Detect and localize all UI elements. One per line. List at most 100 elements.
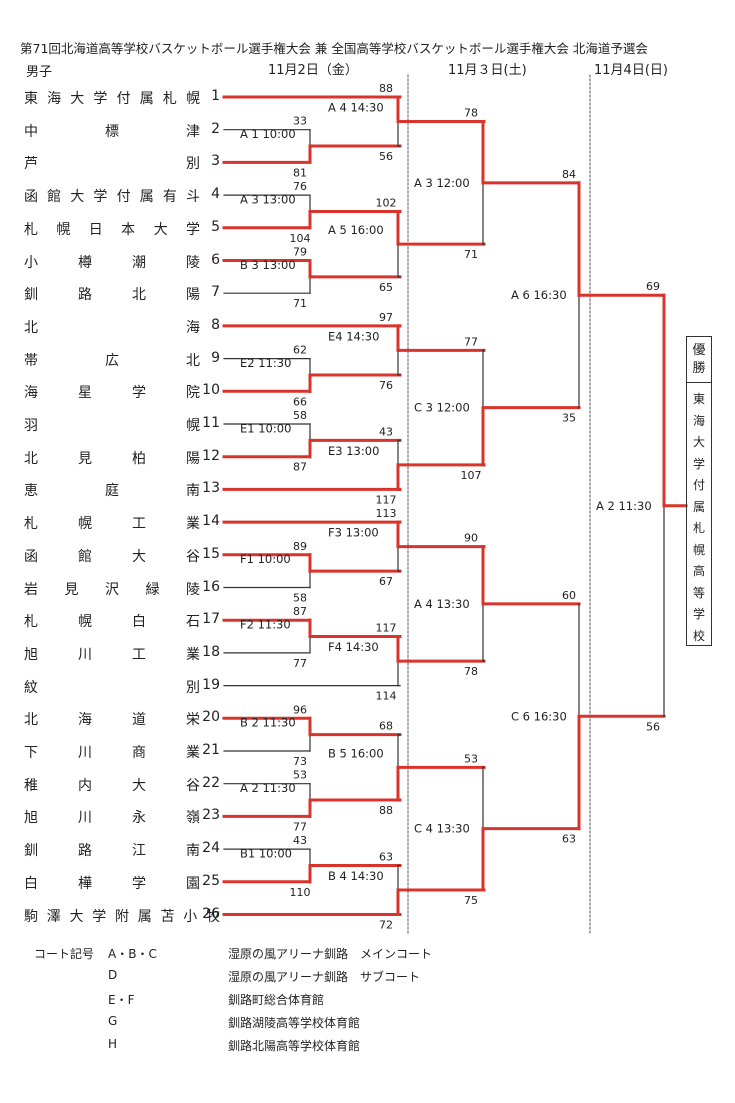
team-seed: 6	[211, 251, 220, 268]
day-header-nov-3: 11月３日(土)	[448, 63, 527, 78]
team-name: 函館大学付属有斗	[24, 189, 200, 206]
score: 117	[376, 493, 397, 506]
score: 81	[293, 166, 307, 179]
team-seed: 20	[202, 709, 220, 726]
day-header-nov-2: 11月2日（金）	[268, 63, 358, 78]
team-seed: 19	[202, 676, 220, 693]
team-seed: 14	[202, 513, 220, 530]
match-court-time: A 3 13:00	[240, 192, 296, 206]
legend-venue: 釧路湖陵高等学校体育館	[228, 1016, 361, 1030]
score: 75	[464, 894, 478, 907]
page-title: 第71回北海道高等学校バスケットボール選手権大会 兼 全国高等学校バスケットボー…	[20, 41, 648, 56]
score: 107	[461, 469, 482, 482]
score: 71	[464, 248, 478, 261]
match-court-time: A 4 14:30	[328, 101, 384, 115]
score: 78	[464, 107, 478, 120]
match-court-time: A 3 12:00	[414, 176, 470, 190]
team-name: 帯広北	[24, 352, 200, 369]
score: 89	[293, 540, 307, 553]
team-name: 稚内大谷	[24, 777, 200, 794]
score: 53	[293, 769, 307, 782]
match-court-time: C 6 16:30	[511, 709, 567, 723]
match-court-time: E3 13:00	[328, 444, 379, 458]
score: 76	[379, 379, 393, 392]
score: 90	[464, 532, 478, 545]
score: 114	[376, 690, 397, 703]
score: 77	[293, 820, 307, 833]
team-seed: 2	[211, 120, 220, 137]
team-seed: 22	[202, 774, 220, 791]
match-court-time: E2 11:30	[240, 356, 291, 370]
score: 63	[379, 850, 393, 863]
team-seed: 26	[202, 905, 220, 922]
team-seed: 7	[211, 284, 220, 301]
match-court-time: A 1 10:00	[240, 127, 296, 141]
match-court-time: B 2 11:30	[240, 716, 296, 730]
score: 87	[293, 461, 307, 474]
score: 53	[464, 752, 478, 765]
score: 88	[379, 804, 393, 817]
score: 60	[562, 589, 576, 602]
team-name: 東海大学付属札幌	[24, 91, 200, 107]
legend-heading: コート記号	[34, 947, 95, 961]
champion-name: 東海大学付属札幌高等学校	[692, 392, 705, 643]
team-seed: 17	[202, 611, 220, 628]
team-seed: 16	[202, 578, 220, 595]
match-court-time: A 2 11:30	[596, 499, 652, 513]
team-name: 札幌白石	[24, 614, 200, 631]
score: 76	[293, 180, 307, 193]
score: 62	[293, 344, 307, 357]
team-name: 駒澤大学附属苫小牧	[24, 908, 220, 925]
score: 102	[376, 196, 397, 209]
legend-venue: 釧路町総合体育館	[228, 993, 325, 1007]
score: 58	[293, 409, 307, 422]
match-court-time: A 4 13:30	[414, 597, 470, 611]
legend-venue: 釧路北陽高等学校体育館	[228, 1039, 361, 1053]
legend-code: H	[108, 1037, 118, 1051]
score: 71	[293, 297, 307, 310]
score: 117	[376, 622, 397, 635]
team-name: 北見柏陽	[24, 450, 200, 467]
match-court-time: B 4 14:30	[328, 869, 384, 883]
score: 104	[290, 232, 311, 245]
match-court-time: C 3 12:00	[414, 401, 470, 415]
team-name: 白樺学園	[24, 875, 200, 892]
score: 68	[379, 720, 393, 733]
score: 77	[293, 657, 307, 670]
score: 69	[646, 280, 660, 293]
team-seed: 15	[202, 545, 220, 562]
score: 77	[464, 335, 478, 348]
team-seed: 11	[202, 415, 220, 431]
score: 56	[646, 720, 660, 733]
match-court-time: B 5 16:00	[328, 746, 384, 760]
division-label: 男子	[26, 65, 53, 80]
team-name: 旭川永嶺	[24, 810, 200, 827]
team-name: 函館大谷	[24, 548, 200, 565]
match-court-time: F2 11:30	[240, 618, 291, 632]
score: 84	[562, 168, 576, 181]
team-name: 紋別	[24, 679, 200, 696]
team-name: 下川商業	[24, 745, 200, 761]
team-seed: 3	[211, 153, 220, 170]
score: 88	[379, 82, 393, 95]
score: 110	[290, 886, 311, 899]
match-court-time: B1 10:00	[240, 846, 292, 860]
match-court-time: A 5 16:00	[328, 223, 384, 237]
team-name: 北海道栄	[24, 712, 200, 729]
score: 79	[293, 246, 307, 259]
team-name: 小樽潮陵	[24, 254, 200, 271]
day-header-nov-4: 11月4日(日)	[594, 63, 668, 78]
team-seed: 4	[211, 186, 220, 203]
score: 73	[293, 755, 307, 768]
team-seed: 10	[202, 382, 220, 399]
team-seed: 25	[202, 872, 220, 889]
team-name: 羽幌	[24, 418, 200, 434]
team-name: 釧路江南	[24, 843, 200, 860]
team-seed: 13	[202, 480, 220, 497]
team-name: 岩見沢緑陵	[24, 581, 200, 598]
match-court-time: F3 13:00	[328, 526, 379, 540]
score: 66	[293, 395, 307, 408]
score: 43	[379, 425, 393, 438]
match-court-time: B 3 13:00	[240, 258, 296, 272]
